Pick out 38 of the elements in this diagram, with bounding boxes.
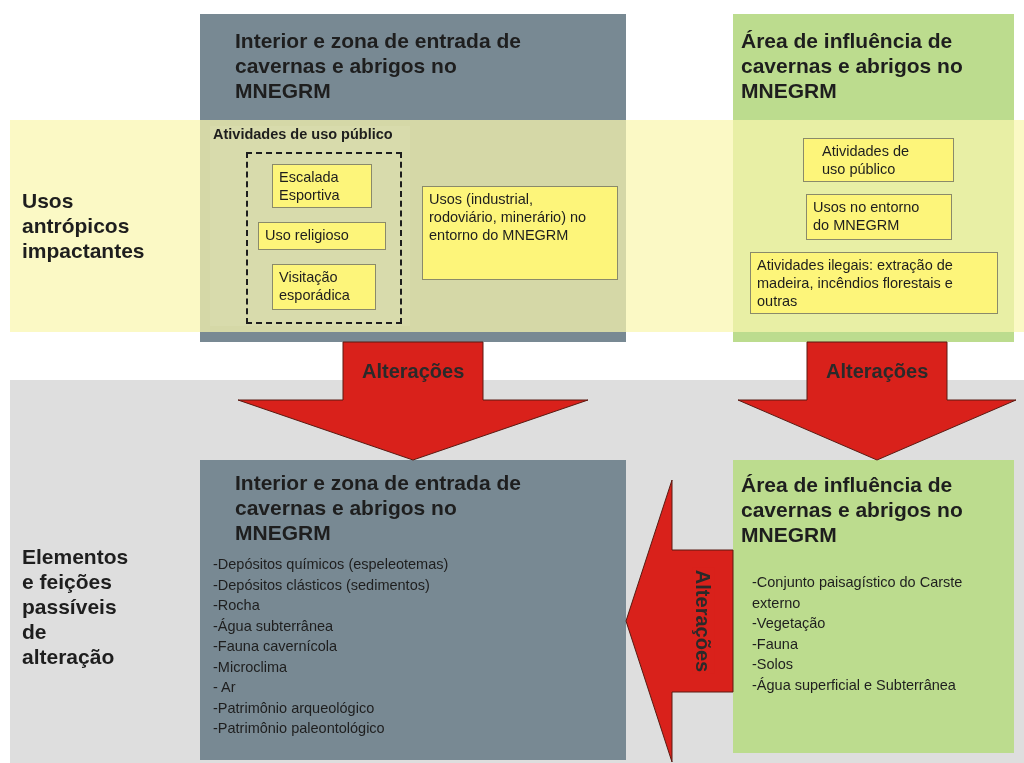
activity-box: Visitação esporádica — [272, 264, 376, 310]
category-band — [10, 380, 1024, 763]
list-item: -Conjunto paisagístico do Carste externo — [752, 573, 964, 613]
list-item: -Fauna — [752, 634, 799, 654]
area-panel — [733, 460, 1014, 753]
list-item: -Depósitos químicos (espeleotemas) — [213, 555, 450, 574]
activity-box: Atividades de uso público — [803, 138, 954, 182]
list-item: -Microclima — [213, 657, 289, 677]
edge-label: Alterações — [824, 360, 931, 382]
edge-label: Alterações — [360, 360, 467, 382]
list-item: -Água subterrânea — [213, 616, 335, 636]
activity-box: Usos (industrial, rodoviário, minerário) no entorno do MNEGRM — [422, 186, 618, 280]
edge-label: Alterações — [691, 567, 714, 675]
activity-box: Uso religioso — [258, 222, 386, 250]
list-item: -Patrimônio paleontológico — [213, 719, 386, 738]
group-heading: Atividades de uso público — [213, 126, 393, 142]
list-item: -Depósitos clásticos (sedimentos) — [213, 575, 431, 595]
area-panel — [200, 460, 626, 760]
list-item: -Água superficial e Subterrânea — [752, 675, 957, 695]
category-label: Elementos e feições passíveis de alteração — [22, 544, 130, 669]
panel-heading: Interior e zona de entrada de cavernas e abrigos no MNEGRM — [235, 28, 522, 103]
list-item: -Fauna cavernícola — [213, 637, 339, 656]
activity-box: Escalada Esportiva — [272, 164, 372, 208]
list-item: -Patrimônio arqueológico — [213, 698, 376, 718]
block-arrow — [737, 341, 1017, 461]
activity-box: Usos no entorno do MNEGRM — [806, 194, 952, 240]
category-label: Usos antrópicos impactantes — [22, 188, 146, 263]
list-item: -Rocha — [213, 596, 261, 615]
block-arrow — [625, 479, 734, 763]
activity-box: Atividades ilegais: extração de madeira, incêndios florestais e outras — [750, 252, 998, 314]
panel-heading: Área de influência de cavernas e abrigos no MNEGRM — [741, 472, 964, 547]
activity-group — [210, 126, 410, 326]
block-arrow — [237, 341, 589, 461]
list-item: -Vegetação — [752, 614, 827, 633]
list-item: - Ar — [213, 678, 237, 697]
panel-heading: Área de influência de cavernas e abrigos no MNEGRM — [741, 28, 964, 103]
list-item: -Solos — [752, 655, 795, 674]
panel-heading: Interior e zona de entrada de cavernas e abrigos no MNEGRM — [235, 470, 522, 545]
